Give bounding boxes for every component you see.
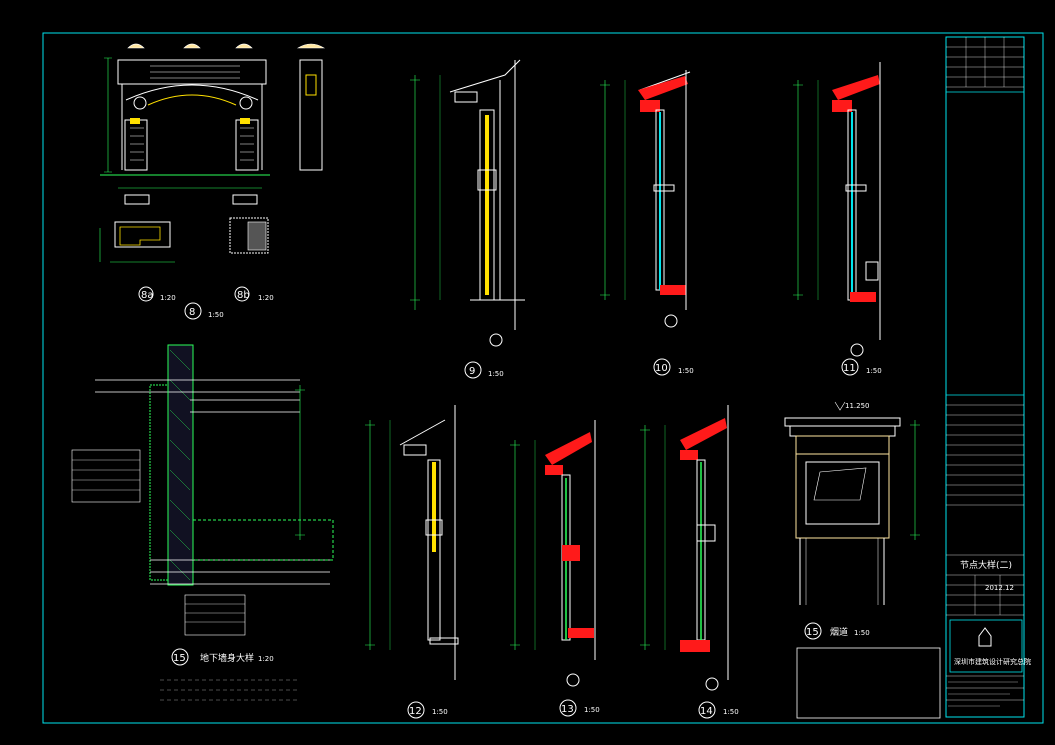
chimney-detail-number: 15 <box>806 627 819 638</box>
detail-8a-scale: 1:20 <box>160 294 176 302</box>
detail-14-scale: 1:50 <box>723 708 739 716</box>
wall-detail-scale: 1:20 <box>258 655 274 663</box>
detail-8a-number: 8a <box>141 290 154 301</box>
detail-12-number: 12 <box>409 706 422 717</box>
detail-13-scale: 1:50 <box>584 706 600 714</box>
wall-detail-15: 15 地下墙身大样 1:20 <box>71 344 334 701</box>
company-name: 深圳市建筑设计研究总院 <box>954 657 1031 666</box>
detail-8b-scale: 1:20 <box>258 294 274 302</box>
detail-8-sections <box>99 194 269 263</box>
title-block: 节点大样(二) 2012.12 深圳市建筑设计研究总院 <box>946 37 1031 707</box>
detail-8b-number: 8b <box>237 290 250 301</box>
detail-12-scale: 1:50 <box>432 708 448 716</box>
detail-14-number: 14 <box>700 706 713 717</box>
detail-11-number: 11 <box>843 363 856 374</box>
detail-13-number: 13 <box>561 704 574 715</box>
chimney-elevation: 11.250 <box>845 402 870 410</box>
detail-11: 11 1:50 <box>793 62 882 376</box>
detail-8-elevation <box>100 43 326 189</box>
company-box <box>949 619 1023 673</box>
detail-10-scale: 1:50 <box>678 367 694 375</box>
detail-8-scale: 1:50 <box>208 311 224 319</box>
chimney-detail-scale: 1:50 <box>854 629 870 637</box>
company-logo-icon <box>978 627 992 647</box>
detail-10-number: 10 <box>655 363 668 374</box>
chimney-detail-title: 烟道 <box>830 626 848 638</box>
detail-8-labels: 8a 1:20 8b 1:20 8 1:50 <box>138 286 274 320</box>
detail-13: 13 1:50 <box>510 420 600 717</box>
detail-9-scale: 1:50 <box>488 370 504 378</box>
detail-11-scale: 1:50 <box>866 367 882 375</box>
detail-9: 9 1:50 <box>410 59 525 379</box>
outer-frame <box>42 32 1044 724</box>
detail-12: 12 1:50 <box>365 405 459 719</box>
detail-8-number: 8 <box>189 307 195 318</box>
detail-14: 14 1:50 <box>640 405 739 719</box>
wall-detail-title: 地下墙身大样 <box>200 652 254 664</box>
notes-box <box>796 647 941 719</box>
wall-detail-number: 15 <box>173 653 186 664</box>
detail-10: 10 1:50 <box>600 70 694 376</box>
sheet-date: 2012.12 <box>985 584 1014 592</box>
chimney-detail: 11.250 15 烟道 1:50 <box>784 401 941 719</box>
detail-9-number: 9 <box>469 366 475 377</box>
sheet-title: 节点大样(二) <box>960 559 1012 571</box>
